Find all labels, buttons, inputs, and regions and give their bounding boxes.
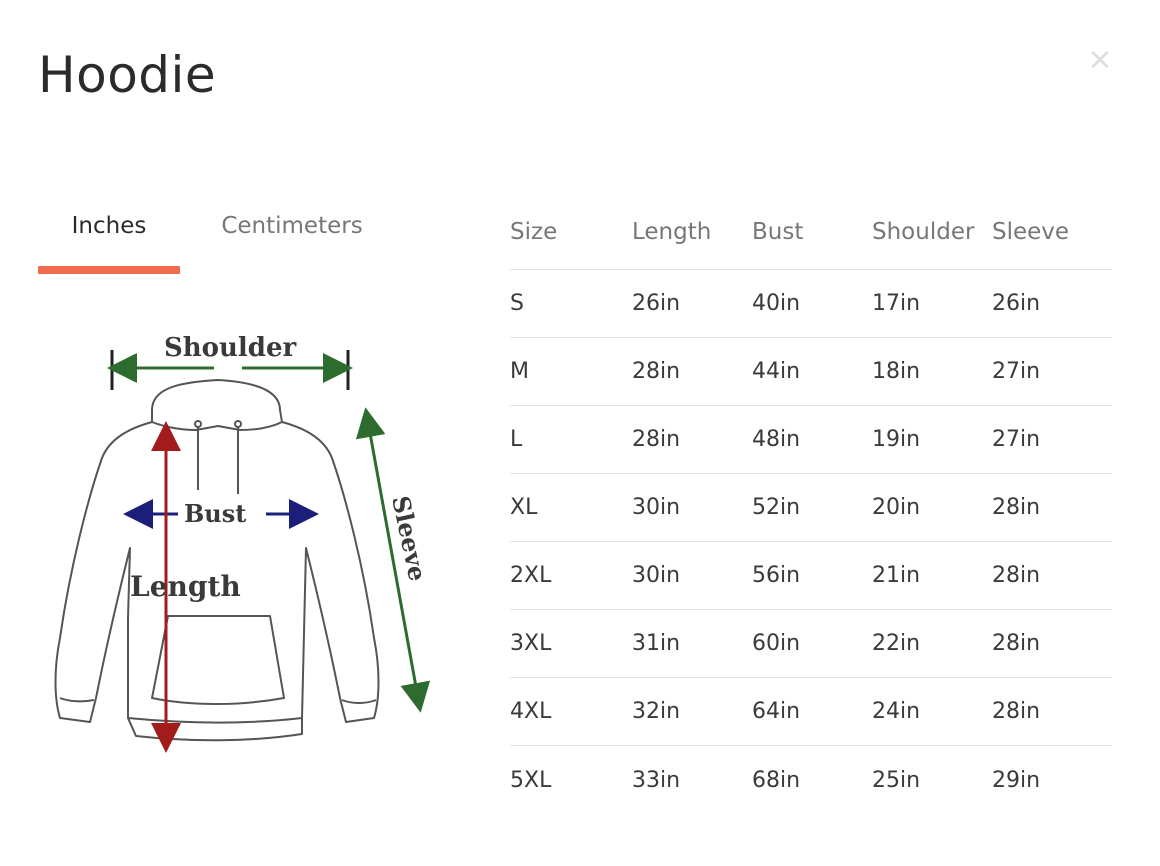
table-cell: 28in [992,563,1041,588]
table-cell: 27in [992,427,1041,452]
bust-measurement: Bust [123,499,319,529]
table-cell: 27in [992,359,1041,384]
table-cell: 33in [632,767,681,793]
size-table: Size Length Bust Shoulder Sleeve S 26in 40… [510,194,1112,814]
header-sleeve: Sleeve [992,218,1070,245]
table-cell: 52in [752,495,801,520]
table-cell: 29in [992,767,1041,793]
table-cell: 26in [632,291,681,316]
table-cell: XL [510,495,538,520]
table-cell: 28in [992,699,1041,724]
table-cell: 18in [872,359,921,384]
table-cell: 26in [992,291,1041,316]
length-label: Length [130,570,241,603]
table-row: S 26in 40in 17in 26in [510,270,1112,338]
active-tab-indicator [38,266,180,274]
length-measurement: Length [130,421,241,753]
tab-centimeters[interactable]: Centimeters [221,213,363,239]
tab-inches[interactable]: Inches [71,213,147,239]
hoodie-diagram-svg: Shoulder Bust Length Sleeve [54,333,432,753]
table-cell: 5XL [510,767,552,793]
table-cell: 68in [752,767,801,793]
table-cell: 28in [992,631,1041,656]
table-cell: 60in [752,631,801,656]
table-row: 4XL 32in 64in 24in 28in [510,678,1112,746]
table-cell: 20in [872,495,921,520]
table-cell: 56in [752,563,801,588]
table-cell: 28in [632,359,681,384]
table-cell: 3XL [510,631,552,656]
bust-label: Bust [184,499,246,528]
table-cell: 32in [632,699,681,724]
table-row: XL 30in 52in 20in 28in [510,474,1112,542]
table-cell: 44in [752,359,801,384]
hoodie-measurement-diagram: Shoulder Bust Length Sleeve [40,318,440,758]
shoulder-label: Shoulder [164,333,297,363]
table-cell: 30in [632,495,681,520]
modal-title: Hoodie [38,46,217,104]
hoodie-outline [54,379,380,742]
header-shoulder: Shoulder [872,218,975,245]
table-cell: 4XL [510,699,552,724]
table-cell: 25in [872,767,921,793]
table-cell: 17in [872,291,921,316]
table-cell: M [510,359,529,384]
close-icon[interactable]: × [1087,42,1113,77]
unit-tabs: Inches Centimeters [38,200,418,276]
table-cell: 40in [752,291,801,316]
table-row: 3XL 31in 60in 22in 28in [510,610,1112,678]
table-cell: L [510,427,523,452]
table-cell: 48in [752,427,801,452]
table-header: Size Length Bust Shoulder Sleeve [510,194,1112,270]
table-cell: 30in [632,563,681,588]
table-cell: 24in [872,699,921,724]
table-row: 5XL 33in 68in 25in 29in [510,746,1112,814]
table-cell: 28in [632,427,681,452]
table-cell: 22in [872,631,921,656]
header-length: Length [632,218,712,245]
table-row: 2XL 30in 56in 21in 28in [510,542,1112,610]
table-cell: 2XL [510,563,552,588]
shoulder-measurement: Shoulder [107,333,353,390]
table-row: M 28in 44in 18in 27in [510,338,1112,406]
table-cell: 19in [872,427,921,452]
table-cell: 28in [992,495,1041,520]
header-bust: Bust [752,218,804,245]
table-cell: 64in [752,699,801,724]
table-row: L 28in 48in 19in 27in [510,406,1112,474]
table-cell: S [510,291,524,316]
sleeve-label: Sleeve [386,493,432,583]
header-size: Size [510,218,558,245]
table-cell: 31in [632,631,681,656]
table-cell: 21in [872,563,921,588]
